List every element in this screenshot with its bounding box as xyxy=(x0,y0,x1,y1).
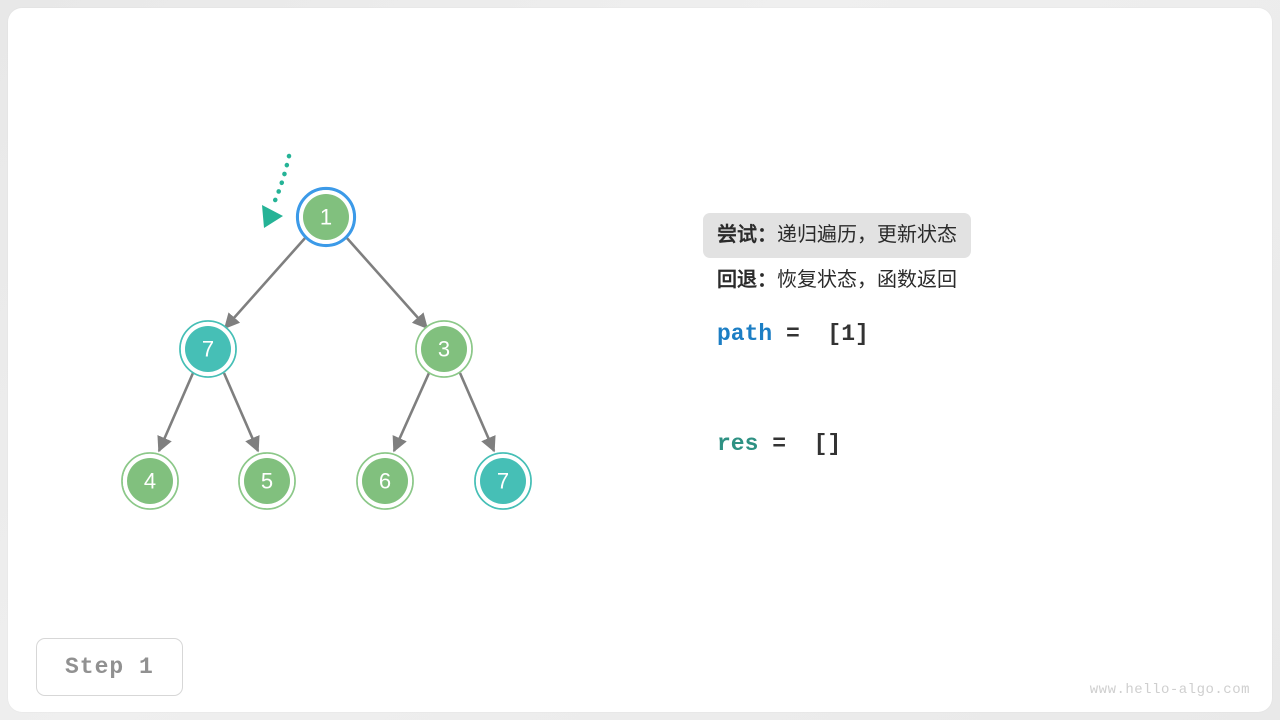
figure-canvas: 1 7 3 4 xyxy=(8,8,1272,712)
tree-node-n6[interactable]: 6 xyxy=(356,452,414,510)
traversal-pointer-icon xyxy=(262,153,292,228)
path-variable-value: = [1] xyxy=(772,321,869,347)
res-variable-row: res = [] xyxy=(703,429,1223,459)
try-state-line: 尝试：递归遍历，更新状态 xyxy=(703,213,971,258)
res-variable-name: res xyxy=(717,431,759,457)
tree-nodes: 1 7 3 4 xyxy=(121,186,532,510)
tree-node-n7[interactable]: 7 xyxy=(474,452,532,510)
tree-node-label: 7 xyxy=(202,337,214,362)
watermark: www.hello-algo.com xyxy=(1089,682,1250,698)
tree-node-label: 7 xyxy=(497,469,509,494)
backtrack-state-line: 回退：恢复状态，函数返回 xyxy=(703,258,971,303)
backtrack-text: 恢复状态，函数返回 xyxy=(777,269,957,291)
edge-n1-n3 xyxy=(345,236,429,330)
step-badge: Step 1 xyxy=(36,638,183,696)
edge-n1-n2 xyxy=(223,236,307,330)
edge-n2-n5 xyxy=(222,372,260,453)
try-text: 递归遍历，更新状态 xyxy=(777,224,957,246)
edge-n3-n7 xyxy=(458,372,496,453)
tree-edges xyxy=(157,236,496,453)
edge-n3-n6 xyxy=(392,372,431,453)
tree-node-label: 6 xyxy=(379,469,391,494)
panel-spacer xyxy=(703,349,1223,429)
tree-node-n3[interactable]: 3 xyxy=(415,320,473,378)
tree-node-label: 3 xyxy=(438,337,450,362)
tree-node-n4[interactable]: 4 xyxy=(121,452,179,510)
tree-node-n5[interactable]: 5 xyxy=(238,452,296,510)
tree-node-n2[interactable]: 7 xyxy=(179,320,237,378)
path-variable-row: path = [1] xyxy=(703,319,1223,349)
backtrack-label: 回退： xyxy=(717,269,777,291)
try-label: 尝试： xyxy=(717,224,777,246)
tree-node-label: 1 xyxy=(320,205,332,230)
edge-n2-n4 xyxy=(157,372,195,453)
tree-node-label: 4 xyxy=(144,469,156,494)
state-info-panel: 尝试：递归遍历，更新状态 回退：恢复状态，函数返回 path = [1] res… xyxy=(703,213,1223,459)
res-variable-value: = [] xyxy=(758,431,842,457)
tree-node-n1[interactable]: 1 xyxy=(295,186,357,248)
binary-tree-diagram: 1 7 3 4 xyxy=(121,153,532,510)
tree-node-label: 5 xyxy=(261,469,273,494)
path-variable-name: path xyxy=(717,321,773,347)
